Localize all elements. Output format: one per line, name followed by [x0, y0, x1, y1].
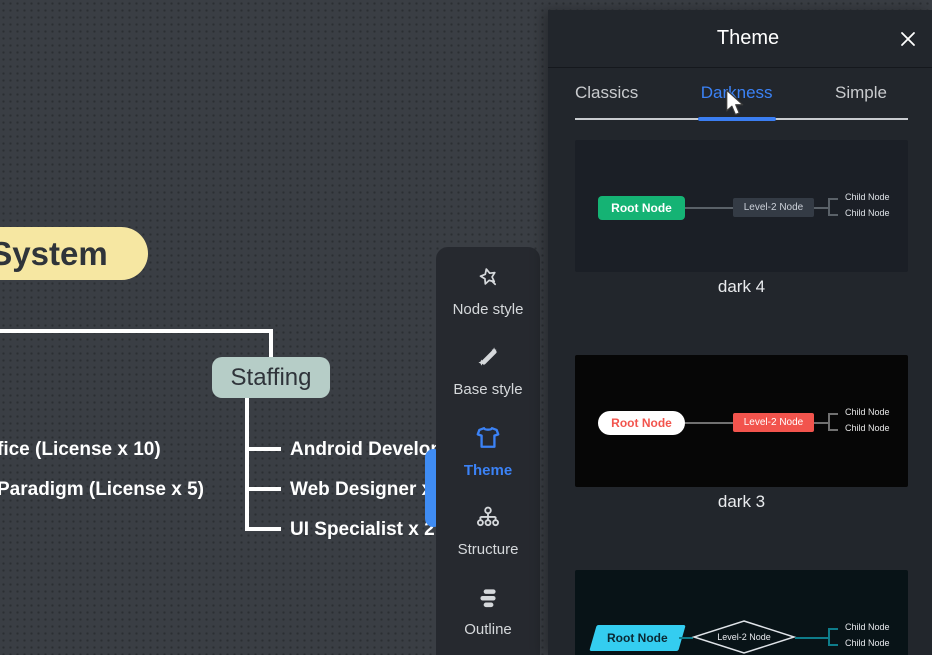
- preview-root-node: Root Node: [589, 625, 686, 651]
- preview-child-node: Child Node: [845, 192, 890, 202]
- preview-bracket: [828, 413, 830, 431]
- tshirt-icon: [474, 424, 502, 456]
- side-toolbar: Node style Base style Theme Structu: [436, 247, 540, 655]
- preview-bracket: [828, 413, 838, 415]
- preview-level2-node: Level-2 Node: [733, 413, 814, 432]
- tab-classics[interactable]: Classics: [575, 83, 639, 102]
- preview-bracket: [828, 628, 838, 630]
- theme-panel: Theme Classics Darkness Simple Root Node…: [548, 10, 932, 655]
- node-license-office[interactable]: fice (License x 10): [0, 439, 161, 460]
- preview-child-node: Child Node: [845, 407, 890, 417]
- theme-name: dark 3: [717, 492, 766, 511]
- preview-connector: [814, 207, 829, 209]
- preview-root-node: Root Node: [598, 411, 685, 435]
- active-tab-indicator: [698, 117, 776, 121]
- preview-bracket: [828, 644, 838, 646]
- toolbar-label: Node style: [452, 301, 524, 318]
- tab-simple[interactable]: Simple: [835, 83, 887, 102]
- preview-child-node: Child Node: [845, 208, 890, 218]
- preview-level2-node: Level-2 Node: [717, 632, 771, 642]
- connector-line: [245, 397, 249, 530]
- theme-preview: Root Node Level-2 Node Child Node Child …: [575, 140, 908, 272]
- preview-connector: [685, 422, 733, 424]
- preview-level2-node: Level-2 Node: [733, 198, 814, 217]
- preview-bracket: [828, 628, 830, 646]
- connector-line: [245, 447, 281, 451]
- preview-child-node: Child Node: [845, 423, 890, 433]
- theme-preview: Root Node Level-2 Node Child Node Child …: [575, 570, 908, 655]
- magic-wand-icon: [475, 345, 501, 375]
- preview-bracket: [828, 198, 838, 200]
- tab-darkness[interactable]: Darkness: [700, 83, 773, 102]
- preview-child-node: Child Node: [845, 638, 890, 648]
- node-license-paradigm[interactable]: Paradigm (License x 5): [0, 479, 204, 500]
- preview-root-node: Root Node: [598, 196, 685, 220]
- connector-line: [245, 487, 281, 491]
- theme-tabs: Classics Darkness Simple: [548, 68, 932, 118]
- toolbar-item-outline[interactable]: Outline: [436, 571, 540, 651]
- org-chart-icon: [475, 505, 501, 535]
- preview-connector: [795, 637, 828, 639]
- toolbar-item-structure[interactable]: Structure: [436, 491, 540, 571]
- toolbar-label: Outline: [464, 621, 512, 638]
- star-icon: [475, 265, 501, 295]
- toolbar-label: Structure: [457, 541, 519, 558]
- connector-line: [0, 329, 273, 333]
- panel-title: Theme: [716, 27, 780, 49]
- preview-root-label: Root Node: [607, 631, 668, 645]
- preview-connector: [679, 637, 693, 639]
- node-system[interactable]: System: [0, 227, 148, 280]
- theme-panel-header: Theme: [548, 10, 932, 68]
- toolbar-label: Theme: [463, 462, 513, 479]
- preview-diamond-shape: [691, 620, 797, 654]
- preview-connector: [685, 207, 733, 209]
- preview-child-node: Child Node: [845, 622, 890, 632]
- theme-card-dark-3[interactable]: Root Node Level-2 Node Child Node Child …: [575, 355, 908, 513]
- toolbar-label: Base style: [453, 381, 523, 398]
- theme-preview: Root Node Level-2 Node Child Node Child …: [575, 355, 908, 487]
- list-icon: [475, 585, 501, 615]
- theme-card-dark-4[interactable]: Root Node Level-2 Node Child Node Child …: [575, 140, 908, 298]
- node-android-developer[interactable]: Android Develope: [290, 439, 453, 460]
- preview-connector: [814, 422, 829, 424]
- close-icon[interactable]: [897, 28, 919, 50]
- node-ui-specialist[interactable]: UI Specialist x 2: [290, 519, 435, 540]
- node-web-designer[interactable]: Web Designer x 2: [290, 479, 449, 500]
- toolbar-item-theme[interactable]: Theme: [436, 411, 540, 491]
- preview-bracket: [828, 214, 838, 216]
- node-staffing[interactable]: Staffing: [212, 357, 330, 398]
- connector-line: [269, 329, 273, 362]
- theme-name: dark 4: [717, 277, 766, 296]
- toolbar-item-node-style[interactable]: Node style: [436, 251, 540, 331]
- preview-bracket: [828, 198, 830, 216]
- preview-bracket: [828, 429, 838, 431]
- theme-card-dark-2[interactable]: Root Node Level-2 Node Child Node Child …: [575, 570, 908, 655]
- connector-line: [245, 527, 281, 531]
- toolbar-item-base-style[interactable]: Base style: [436, 331, 540, 411]
